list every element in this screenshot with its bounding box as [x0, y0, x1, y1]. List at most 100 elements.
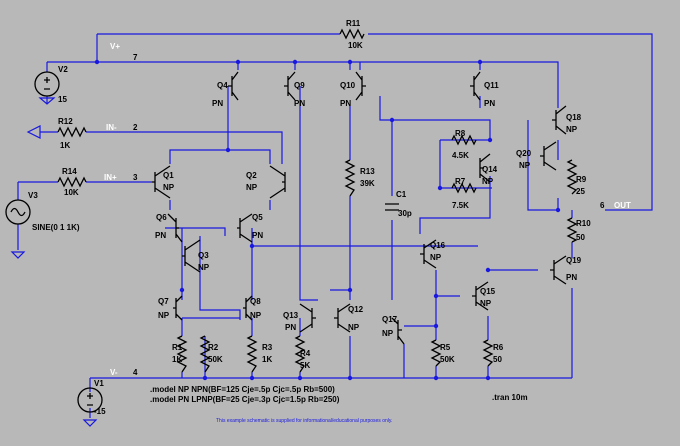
resistor-r8[interactable]: R8 4.5K: [451, 129, 477, 160]
r9-ref: R9: [576, 175, 587, 184]
q6-model: PN: [155, 231, 166, 240]
q2-ref: Q2: [246, 171, 257, 180]
node-number-3: 3: [133, 173, 138, 182]
transistor-q3[interactable]: Q3 NP: [182, 239, 210, 273]
q3-ref: Q3: [198, 251, 209, 260]
q15-model: NP: [480, 299, 492, 308]
transistor-q16[interactable]: Q16 NP: [420, 239, 446, 269]
v2-value: 15: [58, 95, 67, 104]
resistor-r10[interactable]: R10 50: [566, 217, 591, 243]
r11-value: 10K: [348, 41, 363, 50]
node-number-2: 2: [133, 123, 138, 132]
resistor-r12[interactable]: R12 1K: [57, 117, 87, 150]
transistor-q4[interactable]: Q4 PN: [212, 71, 239, 108]
resistor-r11[interactable]: R11 10K: [339, 19, 365, 50]
node-number-7: 7: [133, 53, 138, 62]
r3-ref: R3: [262, 343, 273, 352]
resistor-r7[interactable]: R7 7.5K: [451, 177, 477, 210]
resistor-r9[interactable]: R9 25: [566, 159, 587, 196]
resistor-r4[interactable]: R4 5K: [294, 335, 311, 373]
q18-model: NP: [566, 125, 578, 134]
net-label-vplus: V+: [110, 42, 120, 51]
r1-ref: R1: [172, 343, 183, 352]
q9-model: PN: [294, 99, 305, 108]
transistor-q5[interactable]: Q5 PN: [237, 213, 263, 243]
q10-model: PN: [340, 99, 351, 108]
q5-ref: Q5: [252, 213, 263, 222]
q13-model: PN: [285, 323, 296, 332]
transistor-q20[interactable]: Q20 NP: [516, 141, 557, 171]
transistor-q12[interactable]: Q12 NP: [334, 303, 364, 333]
q16-model: NP: [430, 253, 442, 262]
v1-ref: V1: [94, 379, 104, 388]
source-v3[interactable]: V3 SINE(0 1 1K): [5, 191, 80, 232]
q7-model: NP: [158, 311, 170, 320]
resistor-r13[interactable]: R13 39K: [344, 159, 375, 197]
q8-model: NP: [250, 311, 262, 320]
transistor-q7[interactable]: Q7 NP: [158, 295, 183, 321]
r5-ref: R5: [440, 343, 451, 352]
r12-ref: R12: [58, 117, 73, 126]
net-label-inplus: IN+: [104, 173, 117, 182]
r13-value: 39K: [360, 179, 375, 188]
q9-ref: Q9: [294, 81, 305, 90]
resistor-r3[interactable]: R3 1K: [246, 335, 273, 373]
q8-ref: Q8: [250, 297, 261, 306]
transistor-q1[interactable]: Q1 NP: [152, 165, 175, 199]
q17-model: NP: [382, 329, 394, 338]
q12-model: NP: [348, 323, 360, 332]
resistor-r14[interactable]: R14 10K: [57, 167, 87, 197]
disclaimer-footnote: This example schematic is supplied for i…: [216, 418, 392, 424]
r3-value: 1K: [262, 355, 272, 364]
resistor-r1[interactable]: R1 1K: [172, 335, 188, 373]
source-v1[interactable]: V1 -15: [77, 379, 106, 416]
transistor-q9[interactable]: Q9 PN: [284, 71, 305, 108]
r14-value: 10K: [64, 188, 79, 197]
junction-dots: [94, 59, 561, 381]
q19-ref: Q19: [566, 256, 582, 265]
transistor-q6[interactable]: Q6 PN: [155, 213, 183, 243]
transistor-q8[interactable]: Q8 NP: [243, 295, 262, 321]
net-label-inminus: IN-: [106, 123, 117, 132]
q11-model: PN: [484, 99, 495, 108]
r4-value: 5K: [300, 361, 310, 370]
spice-directive-model-np[interactable]: .model NP NPN(BF=125 Cje=.5p Cjc=.5p Rb=…: [150, 385, 335, 394]
r7-value: 7.5K: [452, 201, 469, 210]
resistor-r6[interactable]: R6 50: [482, 339, 504, 367]
q14-model: NP: [482, 177, 494, 186]
r8-ref: R8: [455, 129, 466, 138]
transistor-q10[interactable]: Q10 PN: [340, 71, 366, 108]
resistor-r5[interactable]: R5 50K: [430, 339, 455, 367]
v3-value: SINE(0 1 1K): [32, 223, 80, 232]
capacitor-c1[interactable]: C1 30p: [385, 190, 412, 218]
r11-ref: R11: [346, 19, 361, 28]
spice-directive-model-pn[interactable]: .model PN LPNP(BF=25 Cje=.3p Cjc=1.5p Rb…: [150, 395, 340, 404]
r4-ref: R4: [300, 349, 311, 358]
transistor-q19[interactable]: Q19 PN: [550, 255, 582, 285]
transistor-q14[interactable]: Q14 NP: [479, 153, 498, 186]
q17-ref: Q17: [382, 315, 398, 324]
r2-value: 50K: [208, 355, 223, 364]
wires: [10, 33, 653, 427]
q7-ref: Q7: [158, 297, 169, 306]
transistor-q2[interactable]: Q2 NP: [246, 165, 286, 199]
resistor-r2[interactable]: R2 50K: [199, 335, 223, 373]
transistor-q17[interactable]: Q17 NP: [382, 315, 405, 345]
transistor-q13[interactable]: Q13 PN: [283, 303, 316, 333]
r9-value: 25: [576, 187, 585, 196]
q2-model: NP: [246, 183, 258, 192]
transistor-q11[interactable]: Q11 PN: [470, 71, 499, 108]
r10-ref: R10: [576, 219, 591, 228]
q11-ref: Q11: [484, 81, 499, 90]
r14-ref: R14: [62, 167, 77, 176]
transistor-q18[interactable]: Q18 NP: [552, 105, 582, 135]
q3-model: NP: [198, 263, 210, 272]
r5-value: 50K: [440, 355, 455, 364]
net-label-out: OUT: [614, 201, 631, 210]
r6-value: 50: [493, 355, 502, 364]
q6-ref: Q6: [156, 213, 167, 222]
transistor-q15[interactable]: Q15 NP: [472, 281, 496, 311]
spice-directive-tran[interactable]: .tran 10m: [492, 393, 528, 402]
source-v2[interactable]: V2 15: [34, 65, 68, 104]
